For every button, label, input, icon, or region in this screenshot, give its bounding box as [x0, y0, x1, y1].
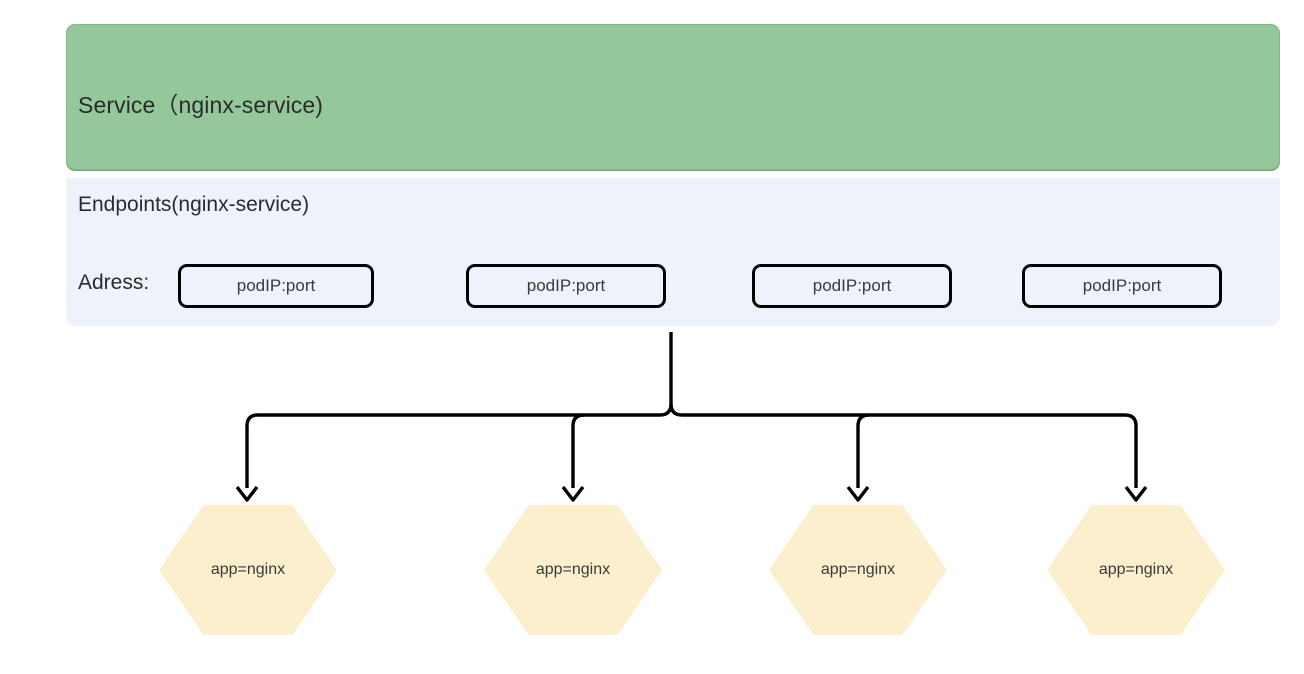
pod-hexagon[interactable]: app=nginx	[159, 505, 337, 635]
connector-branch-2	[571, 413, 585, 488]
endpoint-address-pill[interactable]: podIP:port	[752, 264, 952, 308]
endpoint-address-pill[interactable]: podIP:port	[466, 264, 666, 308]
arrowhead-1	[235, 485, 259, 502]
endpoint-address-text: podIP:port	[1082, 276, 1162, 295]
service-box	[66, 24, 1280, 170]
address-label: Adress:	[78, 271, 150, 294]
pod-hexagon[interactable]: app=nginx	[769, 505, 947, 635]
connector-branch-1	[245, 413, 660, 488]
arrowhead-3	[846, 485, 870, 502]
pod-label: app=nginx	[210, 561, 286, 578]
connector-branch-3	[856, 413, 870, 488]
endpoint-address-pill[interactable]: podIP:port	[178, 264, 374, 308]
arrowhead-4	[1124, 485, 1148, 502]
connector-stem-fillet	[659, 403, 673, 417]
endpoint-address-text: podIP:port	[236, 276, 316, 295]
arrowhead-2	[561, 485, 585, 502]
pod-label: app=nginx	[1098, 561, 1174, 578]
pod-hexagon[interactable]: app=nginx	[484, 505, 662, 635]
endpoint-address-pill[interactable]: podIP:port	[1022, 264, 1222, 308]
endpoint-address-text: podIP:port	[812, 276, 892, 295]
connector-branch-4	[682, 413, 1138, 488]
endpoint-address-text: podIP:port	[526, 276, 606, 295]
pod-hexagon[interactable]: app=nginx	[1047, 505, 1225, 635]
service-label: Service（nginx-service)	[78, 92, 324, 118]
pod-label: app=nginx	[820, 561, 896, 578]
pod-label: app=nginx	[535, 561, 611, 578]
endpoints-title: Endpoints(nginx-service)	[78, 193, 310, 216]
connector-stem	[669, 332, 683, 417]
